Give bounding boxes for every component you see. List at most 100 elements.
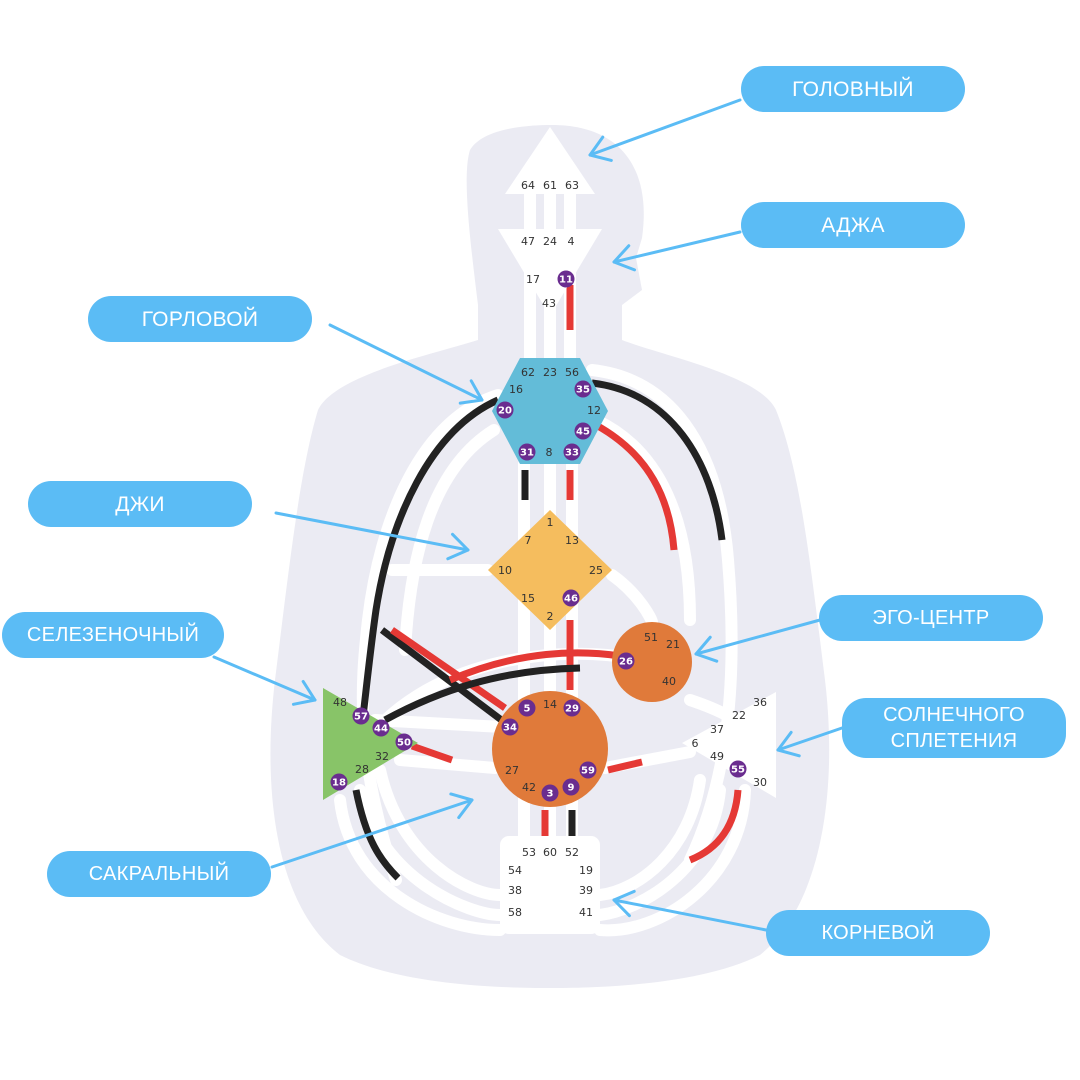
gate-60[interactable]: 60 xyxy=(543,846,557,859)
ajna-center[interactable] xyxy=(498,229,602,316)
root-center[interactable] xyxy=(500,836,600,934)
gate-22[interactable]: 22 xyxy=(732,709,746,722)
gate-47[interactable]: 47 xyxy=(521,235,535,248)
gate-5-activation xyxy=(518,699,536,717)
gate-17[interactable]: 17 xyxy=(526,273,540,286)
channel-track xyxy=(334,794,506,936)
gate-46[interactable]: 46 xyxy=(564,594,578,605)
gate-3[interactable]: 3 xyxy=(547,789,554,800)
gate-54[interactable]: 54 xyxy=(508,864,522,877)
gate-24[interactable]: 24 xyxy=(543,235,557,248)
gate-40[interactable]: 40 xyxy=(662,675,676,688)
channel-activated xyxy=(352,789,401,881)
gate-10[interactable]: 10 xyxy=(498,564,512,577)
gate-4[interactable]: 4 xyxy=(568,235,575,248)
gate-32[interactable]: 32 xyxy=(375,750,389,763)
label-solar-line1: СОЛНЕЧНОГО xyxy=(883,704,1025,726)
gate-26[interactable]: 26 xyxy=(619,657,633,668)
gate-20[interactable]: 20 xyxy=(498,406,512,417)
gate-16[interactable]: 16 xyxy=(509,383,523,396)
gate-6[interactable]: 6 xyxy=(692,737,699,750)
gate-29[interactable]: 29 xyxy=(565,704,579,715)
gate-18-activation xyxy=(330,773,348,791)
gate-9[interactable]: 9 xyxy=(568,783,575,794)
gate-7[interactable]: 7 xyxy=(525,534,532,547)
gate-34-activation xyxy=(501,718,519,736)
gate-45[interactable]: 45 xyxy=(576,427,590,438)
gate-63[interactable]: 63 xyxy=(565,179,579,192)
gate-41[interactable]: 41 xyxy=(579,906,593,919)
gate-44[interactable]: 44 xyxy=(374,724,388,735)
gate-3-activation xyxy=(541,784,559,802)
solar-plexus-center[interactable] xyxy=(682,692,776,798)
channel-activated xyxy=(591,379,726,541)
gate-1[interactable]: 1 xyxy=(547,516,554,529)
gate-62[interactable]: 62 xyxy=(521,366,535,379)
arrow-g-head xyxy=(446,532,470,561)
gate-50[interactable]: 50 xyxy=(397,738,411,749)
gate-25[interactable]: 25 xyxy=(589,564,603,577)
gate-42[interactable]: 42 xyxy=(522,781,536,794)
arrow-root xyxy=(612,898,768,932)
gate-8[interactable]: 8 xyxy=(546,446,553,459)
gate-48[interactable]: 48 xyxy=(333,696,347,709)
gate-37[interactable]: 37 xyxy=(710,723,724,736)
channel-activated xyxy=(688,789,742,864)
arrow-throat xyxy=(328,323,484,402)
gate-23[interactable]: 23 xyxy=(543,366,557,379)
ego-center[interactable] xyxy=(612,622,692,702)
head-center[interactable] xyxy=(505,127,595,194)
gate-5[interactable]: 5 xyxy=(524,704,531,715)
channels-activated xyxy=(352,285,742,881)
gate-61[interactable]: 61 xyxy=(543,179,557,192)
gate-43[interactable]: 43 xyxy=(542,297,556,310)
gate-31[interactable]: 31 xyxy=(520,448,534,459)
arrow-ego-head xyxy=(694,635,719,663)
gate-53[interactable]: 53 xyxy=(522,846,536,859)
gate-12[interactable]: 12 xyxy=(587,404,601,417)
gate-52[interactable]: 52 xyxy=(565,846,579,859)
channel-track xyxy=(594,774,706,901)
channel-track xyxy=(590,414,696,626)
gate-56[interactable]: 56 xyxy=(565,366,579,379)
label-solar-plexus: СОЛНЕЧНОГО СПЛЕТЕНИЯ xyxy=(842,698,1066,758)
gate-59[interactable]: 59 xyxy=(581,766,595,777)
gate-58[interactable]: 58 xyxy=(508,906,522,919)
label-head-text: ГОЛОВНЫЙ xyxy=(792,77,914,101)
gate-57[interactable]: 57 xyxy=(354,712,368,723)
gate-55[interactable]: 55 xyxy=(731,765,745,776)
gate-13[interactable]: 13 xyxy=(565,534,579,547)
gate-15[interactable]: 15 xyxy=(521,592,535,605)
gate-49[interactable]: 49 xyxy=(710,750,724,763)
gate-30[interactable]: 30 xyxy=(753,776,767,789)
sacral-center[interactable] xyxy=(492,691,608,807)
arrow-head-head xyxy=(588,135,613,162)
gate-27[interactable]: 27 xyxy=(505,764,519,777)
gate-34[interactable]: 34 xyxy=(503,723,517,734)
gate-51[interactable]: 51 xyxy=(644,631,658,644)
gate-18[interactable]: 18 xyxy=(332,778,346,789)
gate-36[interactable]: 36 xyxy=(753,696,767,709)
gate-35-activation xyxy=(574,380,592,398)
gate-2[interactable]: 2 xyxy=(547,610,554,623)
gate-38[interactable]: 38 xyxy=(508,884,522,897)
gate-33[interactable]: 33 xyxy=(565,448,579,459)
channel-track xyxy=(356,389,504,886)
channel-activated xyxy=(594,421,678,551)
gate-19[interactable]: 19 xyxy=(579,864,593,877)
channel-activated xyxy=(383,664,581,724)
gate-21[interactable]: 21 xyxy=(666,638,680,651)
spleen-center[interactable] xyxy=(323,688,418,800)
gate-64[interactable]: 64 xyxy=(521,179,535,192)
gate-35[interactable]: 35 xyxy=(576,385,590,396)
gate-14[interactable]: 14 xyxy=(543,698,557,711)
label-throat-text: ГОРЛОВОЙ xyxy=(141,307,259,331)
g-center[interactable] xyxy=(488,510,612,630)
channel-activated xyxy=(607,758,643,774)
arrow-ajna xyxy=(612,230,742,264)
gate-28[interactable]: 28 xyxy=(355,763,369,776)
gate-11[interactable]: 11 xyxy=(559,275,573,286)
gate-39[interactable]: 39 xyxy=(579,884,593,897)
label-root-text: КОРНЕВОЙ xyxy=(821,921,935,944)
arrow-ajna-head xyxy=(612,244,637,272)
